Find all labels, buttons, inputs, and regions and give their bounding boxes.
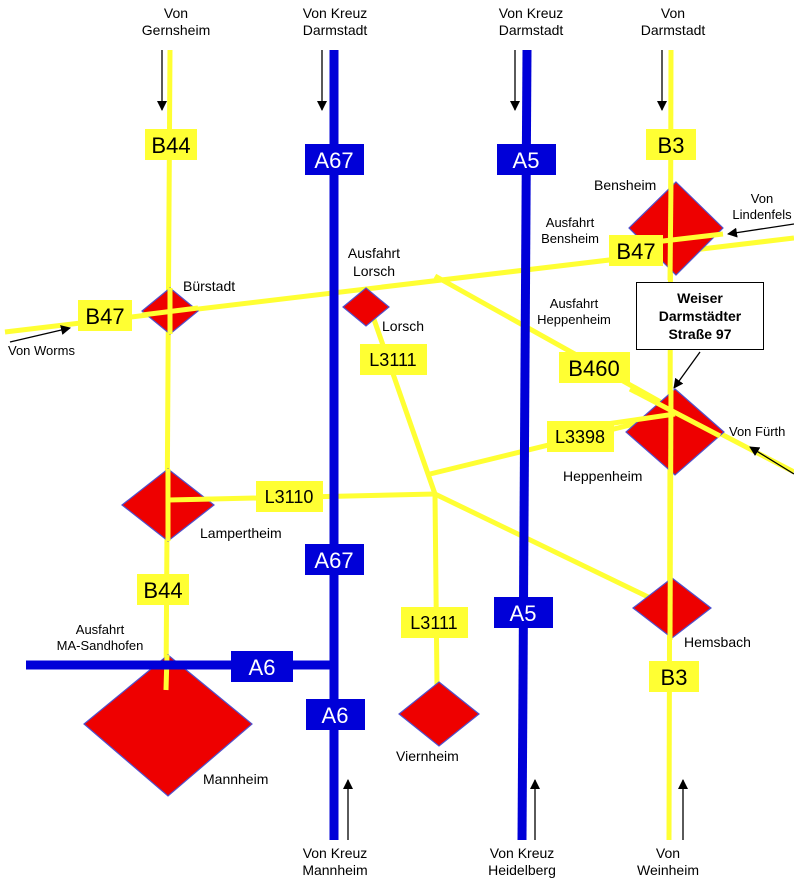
shield-b3-top-label: B3: [658, 133, 685, 158]
arrival-heidelberg-line1: Von Kreuz: [490, 845, 555, 861]
town-label-mannheim: Mannheim: [203, 771, 268, 787]
town-marker-bensheim: [628, 181, 724, 276]
shield-a5-top-label: A5: [513, 148, 540, 173]
arrival-lindenfels-line2: Lindenfels: [732, 207, 792, 222]
road-l3111-south: [432, 493, 440, 687]
arrival-darmstadt-a5-line2: Darmstadt: [499, 22, 564, 38]
road-b460-overlay: [628, 386, 722, 439]
road-to-hemsbach: [433, 491, 673, 611]
direction-arrows: [9, 50, 794, 840]
shield-b44-top: [145, 129, 197, 160]
town-marker-mannheim: [83, 654, 253, 797]
shield-l3111-top-label: L3111: [369, 350, 416, 370]
road-b3-overlay-heppenheim: [667, 389, 674, 641]
exit-sandhofen-line2: MA-Sandhofen: [57, 638, 144, 653]
shield-l3110: [256, 481, 323, 512]
shield-l3111-bottom: [401, 607, 468, 638]
exit-heppenheim-line1: Ausfahrt: [550, 296, 599, 311]
arrival-mannheim-line2: Mannheim: [302, 862, 367, 878]
arrival-darmstadt-b3-line2: Darmstadt: [641, 22, 706, 38]
shield-b460-label: B460: [568, 356, 619, 381]
arrival-darmstadt-a67-line2: Darmstadt: [303, 22, 368, 38]
arrival-gernsheim-line1: Von: [164, 5, 188, 21]
shield-b47-left-label: B47: [85, 304, 124, 329]
town-label-buerstadt: Bürstadt: [183, 278, 235, 294]
shield-a6-left: [231, 651, 293, 682]
shield-a5-top: [497, 144, 556, 175]
shield-b47-left: [78, 300, 132, 331]
exit-lorsch-line2: Lorsch: [353, 263, 395, 279]
exit-lorsch-line1: Ausfahrt: [348, 245, 400, 261]
shield-b3-bottom-label: B3: [661, 665, 688, 690]
arrival-lindenfels-line1: Von: [751, 191, 773, 206]
shield-l3398: [547, 421, 614, 452]
road-shields: B44 B3 B47 B47 L3111 B460 L3398 L3110 B4…: [78, 129, 699, 730]
shield-a5-bottom-label: A5: [510, 601, 537, 626]
town-label-lampertheim: Lampertheim: [200, 525, 282, 541]
exit-bensheim-line2: Bensheim: [541, 231, 599, 246]
road-l3110-overlay: [167, 496, 215, 503]
road-b47-overlay-buerstadt: [141, 305, 199, 318]
shield-b44-top-label: B44: [151, 133, 190, 158]
exit-bensheim-line1: Ausfahrt: [546, 215, 595, 230]
town-label-hemsbach: Hemsbach: [684, 634, 751, 650]
arrow-to-destination-icon: [673, 351, 701, 389]
shield-a6-bottom: [306, 699, 365, 730]
arrival-gernsheim-line2: Gernsheim: [142, 22, 210, 38]
shield-a5-bottom: [494, 597, 553, 628]
road-l3111-north: [367, 307, 438, 495]
shield-a67-top-label: A67: [314, 148, 353, 173]
road-b3-overlay-bensheim: [667, 181, 674, 281]
shield-a67-top: [305, 144, 364, 175]
arrival-weinheim-line1: Von: [656, 845, 680, 861]
road-a5: [517, 49, 532, 841]
shield-a67-bottom: [305, 544, 364, 575]
shield-b47-right: [609, 235, 663, 266]
shield-b3-top: [646, 129, 696, 160]
arrival-worms: Von Worms: [8, 343, 75, 358]
shield-l3110-label: L3110: [265, 487, 314, 507]
destination-line1: Weiser: [677, 290, 723, 306]
town-label-bensheim: Bensheim: [594, 177, 656, 193]
destination-box: Weiser Darmstädter Straße 97: [636, 282, 764, 350]
arrival-darmstadt-b3-line1: Von: [661, 5, 685, 21]
arrival-darmstadt-a67-line1: Von Kreuz: [303, 5, 368, 21]
arrow-from-lindenfels-icon: [727, 223, 794, 238]
exit-sandhofen-line1: Ausfahrt: [76, 622, 125, 637]
town-marker-viernheim: [398, 681, 480, 747]
town-label-viernheim: Viernheim: [396, 748, 459, 764]
arrival-fuerth: Von Fürth: [729, 424, 785, 439]
shield-l3111-bottom-label: L3111: [410, 613, 457, 633]
destination-line3: Straße 97: [668, 326, 732, 342]
town-label-heppenheim: Heppenheim: [563, 468, 642, 484]
shield-b44-bottom: [137, 574, 189, 605]
exit-heppenheim-line2: Heppenheim: [537, 312, 611, 327]
road-b44-overlay-mannheim: [163, 654, 170, 691]
shield-l3111-top: [360, 344, 427, 375]
arrow-from-fuerth-icon: [749, 446, 794, 475]
shield-b460: [559, 352, 630, 383]
town-label-lorsch: Lorsch: [382, 318, 424, 334]
town-marker-lorsch: [342, 287, 390, 327]
towns: [83, 181, 725, 797]
shield-a6-bottom-label: A6: [322, 703, 349, 728]
shield-l3398-label: L3398: [555, 427, 605, 447]
shield-b44-bottom-label: B44: [143, 578, 182, 603]
shield-a67-bottom-label: A67: [314, 548, 353, 573]
arrival-heidelberg-line2: Heidelberg: [488, 862, 556, 878]
shield-b3-bottom: [649, 661, 699, 692]
destination-line2: Darmstädter: [658, 308, 742, 324]
arrow-from-worms-icon: [9, 325, 71, 343]
shield-a6-left-label: A6: [249, 655, 276, 680]
arrival-mannheim-line1: Von Kreuz: [303, 845, 368, 861]
arrival-weinheim-line2: Weinheim: [637, 862, 699, 878]
road-b460-a: [433, 273, 677, 413]
shield-b47-right-label: B47: [616, 239, 655, 264]
arrival-darmstadt-a5-line1: Von Kreuz: [499, 5, 564, 21]
